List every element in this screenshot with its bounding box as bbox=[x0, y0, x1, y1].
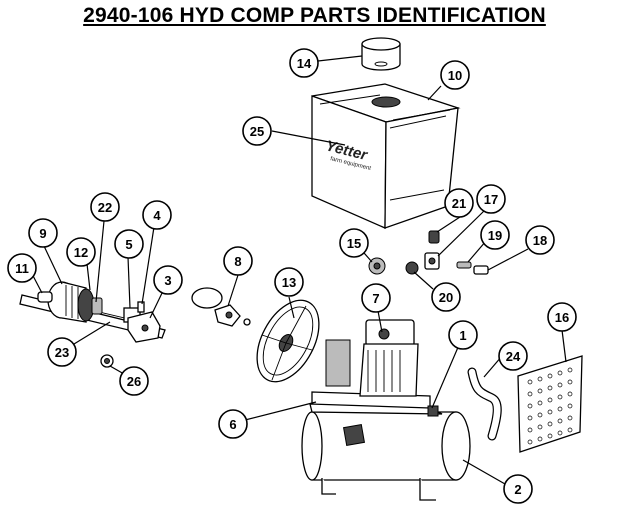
part-9-motor bbox=[47, 281, 95, 323]
callout-7-label: 7 bbox=[372, 291, 379, 306]
callout-26: 26 bbox=[119, 366, 149, 396]
part-1-drain bbox=[427, 405, 439, 417]
callout-11: 11 bbox=[7, 253, 37, 283]
callout-18-label: 18 bbox=[533, 233, 547, 248]
drive-assembly bbox=[19, 281, 166, 368]
callout-25-label: 25 bbox=[250, 124, 264, 139]
callout-2-label: 2 bbox=[514, 482, 521, 497]
tank-feet bbox=[321, 478, 436, 501]
callout-26-label: 26 bbox=[127, 374, 141, 389]
callout-24: 24 bbox=[498, 341, 528, 371]
part-10-shroud: Yetter farm equipment bbox=[311, 83, 461, 229]
callout-13: 13 bbox=[274, 267, 304, 297]
part-7-pump-head bbox=[325, 319, 419, 397]
callout-2: 2 bbox=[503, 474, 533, 504]
part-18-fitting bbox=[473, 265, 489, 275]
callout-1-label: 1 bbox=[459, 328, 466, 343]
callout-11-label: 11 bbox=[15, 261, 29, 276]
callout-16-label: 16 bbox=[555, 310, 569, 325]
callout-14-label: 14 bbox=[297, 56, 312, 71]
callout-4: 4 bbox=[142, 200, 172, 230]
callout-22-label: 22 bbox=[98, 200, 112, 215]
callout-10: 10 bbox=[440, 60, 470, 90]
callout-17-label: 17 bbox=[484, 192, 498, 207]
part-13-flywheel bbox=[256, 299, 320, 383]
callout-4-label: 4 bbox=[153, 208, 161, 223]
callout-8-label: 8 bbox=[234, 254, 241, 269]
part-16-grille bbox=[517, 355, 583, 453]
callout-13-label: 13 bbox=[282, 275, 296, 290]
callout-19-label: 19 bbox=[488, 228, 502, 243]
part-14-filter-cap bbox=[361, 37, 401, 71]
callout-16: 16 bbox=[547, 302, 577, 332]
callout-5-label: 5 bbox=[125, 237, 132, 252]
callout-1: 1 bbox=[448, 320, 478, 350]
callout-15: 15 bbox=[339, 228, 369, 258]
callout-3: 3 bbox=[153, 265, 183, 295]
part-19-fitting bbox=[456, 261, 472, 269]
callout-10-label: 10 bbox=[448, 68, 462, 83]
part-20-plug bbox=[405, 261, 419, 275]
callout-6-label: 6 bbox=[229, 417, 236, 432]
part-17-valve bbox=[424, 252, 440, 270]
part-21-fitting bbox=[428, 230, 440, 244]
callout-12: 12 bbox=[66, 237, 96, 267]
callout-8: 8 bbox=[223, 246, 253, 276]
callout-7: 7 bbox=[361, 283, 391, 313]
callout-6: 6 bbox=[218, 409, 248, 439]
callout-19: 19 bbox=[480, 220, 510, 250]
part-24-hose bbox=[467, 367, 502, 441]
callout-21-label: 21 bbox=[452, 196, 466, 211]
callout-9: 9 bbox=[28, 218, 58, 248]
callout-25: 25 bbox=[242, 116, 272, 146]
part-11-shaft bbox=[37, 291, 53, 303]
part-3-valve-block bbox=[127, 311, 161, 343]
callout-21: 21 bbox=[444, 188, 474, 218]
callout-12-label: 12 bbox=[74, 245, 88, 260]
part-2-tank bbox=[301, 411, 471, 481]
callout-24-label: 24 bbox=[506, 349, 521, 364]
callout-17: 17 bbox=[476, 184, 506, 214]
callout-9-label: 9 bbox=[39, 226, 46, 241]
callout-18: 18 bbox=[525, 225, 555, 255]
grille-holes bbox=[527, 367, 573, 445]
callout-23-label: 23 bbox=[55, 345, 69, 360]
callout-22: 22 bbox=[90, 192, 120, 222]
page-title: 2940-106 HYD COMP PARTS IDENTIFICATION bbox=[83, 4, 546, 27]
part-15-gauge bbox=[368, 257, 386, 275]
part-12-coupler bbox=[91, 297, 103, 315]
callout-15-label: 15 bbox=[347, 236, 361, 251]
compressor-assembly bbox=[301, 319, 471, 501]
callout-3-label: 3 bbox=[164, 273, 171, 288]
callout-5: 5 bbox=[114, 229, 144, 259]
callout-20-label: 20 bbox=[439, 290, 453, 305]
part-26-nut bbox=[100, 354, 114, 368]
part-8-hub bbox=[191, 287, 251, 327]
callout-14: 14 bbox=[289, 48, 319, 78]
part-4-fitting bbox=[137, 301, 145, 313]
callout-23: 23 bbox=[47, 337, 77, 367]
callout-20: 20 bbox=[431, 282, 461, 312]
